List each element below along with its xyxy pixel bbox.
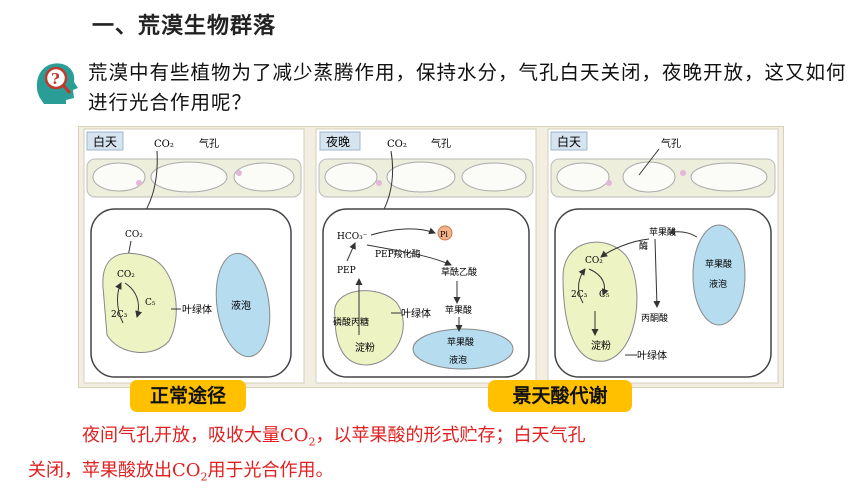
conclusion-part-3: 关闭，苹果酸放出CO <box>28 459 201 481</box>
conclusion-part-1: 夜间气孔开放，吸收大量CO <box>82 425 309 446</box>
starch-label-3: 淀粉 <box>591 339 611 352</box>
vacuole-malate-label-3: 苹果酸 <box>705 258 732 270</box>
pi-label: Pi <box>440 230 448 239</box>
cycle-co2-1: CO₂ <box>117 270 135 280</box>
panel-night: 夜晚 CO₂ 气孔 HCO₃⁻ Pi PEP羧化酶 PEP 草酰乙酸 苹果酸 磷… <box>315 128 537 384</box>
day-tag-1: 白天 <box>93 134 117 149</box>
vacuole-label-1: 液泡 <box>231 299 251 312</box>
stoma-label-2: 气孔 <box>431 137 451 150</box>
conclusion-sub-1: 2 <box>308 435 316 449</box>
triose-phosphate-label: 磷酸丙糖 <box>333 316 369 328</box>
chloroplast-label-2: 叶绿体 <box>401 307 431 320</box>
stoma-label-1: 气孔 <box>199 137 219 150</box>
co2-label-2: CO₂ <box>387 139 407 150</box>
conclusion-part-4: 用于光合作用。 <box>207 459 334 481</box>
chloroplast-label-1: 叶绿体 <box>182 303 212 316</box>
svg-text:?: ? <box>51 70 60 88</box>
starch-label-2: 淀粉 <box>355 341 375 354</box>
question-head-icon: ? <box>30 58 86 106</box>
malate-label-2: 苹果酸 <box>445 304 472 316</box>
conclusion-sub-2: 2 <box>200 470 208 484</box>
question-text: 荒漠中有些植物为了减少蒸腾作用，保持水分，气孔白天关闭，夜晚开放，这又如何进行光… <box>88 61 847 114</box>
c5-label-1: C₅ <box>145 298 156 308</box>
chloroplast-label-3: 叶绿体 <box>637 349 667 362</box>
badge-cam: 景天酸代谢 <box>488 380 632 412</box>
conclusion-text: 夜间气孔开放，吸收大量CO2，以苹果酸的形式贮存；白天气孔 关闭，苹果酸放出CO… <box>28 422 828 491</box>
pep-label: PEP <box>337 266 356 276</box>
co2-label-3: CO₂ <box>585 256 603 266</box>
conclusion-part-2: ，以苹果酸的形式贮存；白天气孔 <box>315 425 586 446</box>
co2-inner-label: CO₂ <box>125 230 143 240</box>
vacuole-label-2: 液泡 <box>449 354 467 366</box>
badge-normal-pathway: 正常途径 <box>130 380 246 412</box>
oxaloacetate-label: 草酰乙酸 <box>441 266 477 278</box>
cam-pathway-figure: 白天 CO₂ 气孔 CO₂ CO₂ C₅ 2C₃ 叶绿体 液泡 <box>78 126 784 388</box>
panel-day-normal: 白天 CO₂ 气孔 CO₂ CO₂ C₅ 2C₃ 叶绿体 液泡 <box>83 128 305 384</box>
pep-carboxylase-label: PEP羧化酶 <box>375 248 421 260</box>
night-tag: 夜晚 <box>326 134 350 149</box>
day-tag-2: 白天 <box>557 134 581 149</box>
pyruvate-label: 丙酮酸 <box>641 313 668 324</box>
panel-day-cam: 白天 气孔 苹果酸 酶 CO₂ 2C₃ C₅ 丙酮酸 淀粉 叶绿体 <box>547 128 779 384</box>
vacuole-malate-label-2: 苹果酸 <box>447 336 474 348</box>
vacuole-label-3: 液泡 <box>709 278 727 290</box>
hco3-label: HCO₃⁻ <box>337 232 368 242</box>
stoma-label-3: 气孔 <box>661 137 681 150</box>
section-title: 一、荒漠生物群落 <box>92 14 277 39</box>
co2-label-1: CO₂ <box>154 139 174 150</box>
enzyme-label: 酶 <box>639 240 648 252</box>
